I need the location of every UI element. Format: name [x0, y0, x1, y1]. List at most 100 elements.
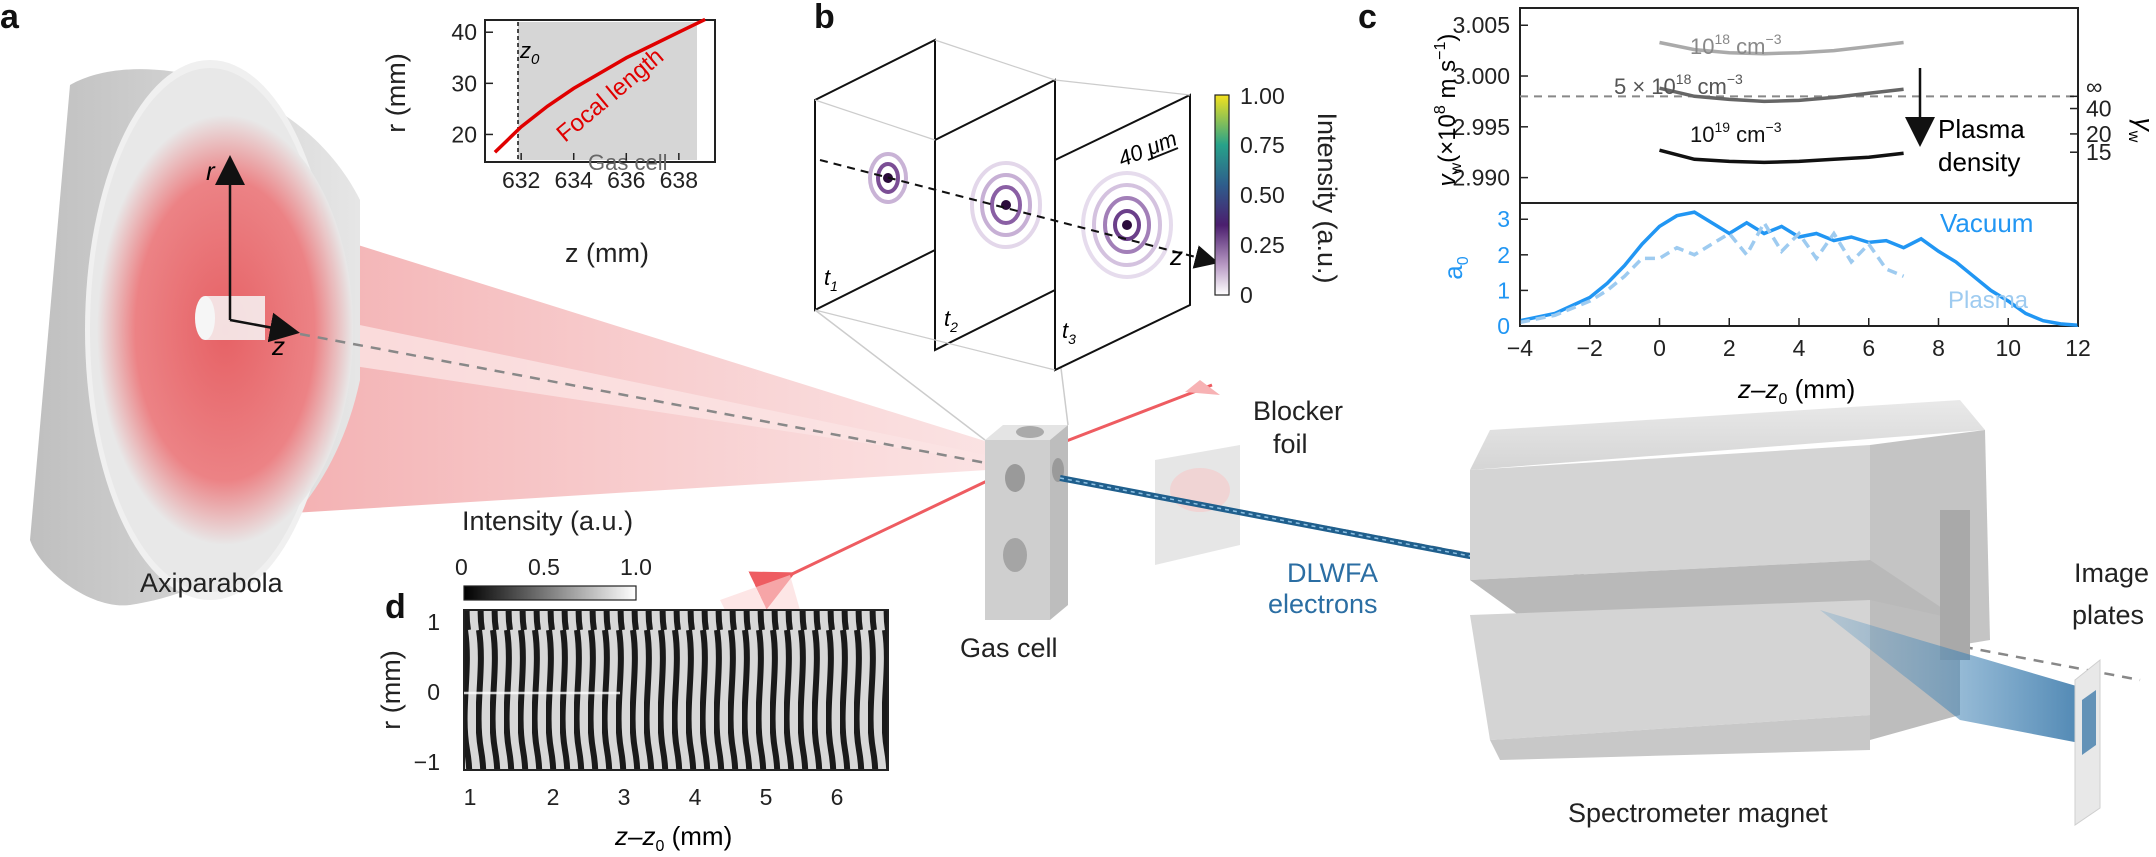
vacuum-label: Vacuum	[1940, 208, 2033, 238]
probe-beam-glow	[720, 575, 800, 620]
electrons-label-line1: DLWFA	[1287, 558, 1378, 588]
gamma-tick-label: ∞	[2086, 73, 2102, 99]
vw-ytick-label: 3.005	[1452, 12, 1510, 38]
a0-ytick-label: 2	[1497, 242, 1510, 268]
image-plate-signal	[2082, 690, 2096, 755]
panel-c-xtick-label: 10	[1995, 335, 2021, 361]
magnet-label: Spectrometer magnet	[1568, 798, 1828, 828]
blocker-label-line1: Blocker	[1253, 396, 1343, 426]
slice-1-pattern	[868, 152, 908, 204]
zoom-line-right	[1059, 359, 1069, 426]
electron-spray-cone	[1820, 610, 2090, 745]
vw-series-line	[1659, 148, 1904, 165]
probe-beam-out	[748, 468, 1011, 610]
slice-frame-3	[1054, 93, 1191, 372]
inset-a-ytick-label: 40	[451, 19, 477, 45]
density-label-2: 5 × 1018 cm−3	[1614, 71, 1743, 99]
panel-b-colorbar-label: Intensity (a.u.)	[1312, 112, 1342, 283]
blocker-label-line2: foil	[1273, 429, 1308, 459]
inset-a-xtick-label: 632	[502, 167, 540, 193]
svg-text:1: 1	[464, 784, 477, 810]
inset-a-ytick-label: 20	[451, 121, 477, 147]
panel-d-xticks: 1 2 3 4 5 6	[464, 784, 844, 810]
svg-text:−1: −1	[414, 749, 440, 775]
axiparabola	[30, 60, 360, 606]
panel-c-xtick-label: 4	[1793, 335, 1806, 361]
spectrometer-magnet	[1470, 400, 1990, 760]
panel-b-colorbar-ticks: 1.00 0.75 0.50 0.25 0	[1240, 83, 1285, 308]
vw-ytick-label: 3.000	[1452, 63, 1510, 89]
inset-a-xtick-label: 634	[555, 167, 594, 193]
vw-series-line	[1659, 40, 1904, 56]
electron-beam-texture	[1059, 477, 1476, 558]
panel-c-xtick-label: 12	[2065, 335, 2091, 361]
panel-d-ylabel: r (mm)	[376, 650, 406, 729]
vw-ytick-label: 2.990	[1452, 165, 1510, 191]
panel-c-xlabel: z–z0 (mm)	[1737, 374, 1855, 408]
panel-c-xtick-label: 2	[1723, 335, 1736, 361]
density-arrow-label-1: Plasma	[1938, 114, 2025, 144]
panel-c-xtick-label: 6	[1862, 335, 1875, 361]
gamma-tick-label: 20	[2086, 121, 2112, 147]
interferogram	[463, 609, 889, 771]
panel-c-bottom-ylabel: a0	[1438, 256, 1472, 279]
inset-a-z0-label: z0	[519, 38, 540, 68]
inset-a-ylabel: r (mm)	[381, 53, 411, 132]
slice-label-3: t3	[1062, 318, 1076, 347]
panel-c-xtick-label: −4	[1507, 335, 1533, 361]
vw-series-line	[1659, 86, 1904, 104]
panel-c-letter: c	[1358, 0, 1377, 36]
svg-text:6: 6	[831, 784, 844, 810]
probe-beam-tip	[1185, 380, 1220, 395]
panel-d-cbar-tick-0: 0	[455, 554, 468, 580]
panel-c-xtick-label: −2	[1577, 335, 1603, 361]
svg-text:2: 2	[547, 784, 560, 810]
axiparabola-label: Axiparabola	[140, 568, 284, 598]
a0-ytick-label: 1	[1497, 277, 1510, 303]
density-label-1: 1018 cm−3	[1690, 31, 1782, 59]
svg-text:1: 1	[427, 609, 440, 635]
slice-axis-z: z	[1169, 241, 1183, 271]
beam-slices: z 40 μm t1 t2 t3	[814, 38, 1219, 372]
plates-label-line1: Image	[2074, 558, 2149, 588]
inset-a-xtick-label: 638	[660, 167, 698, 193]
inset-a-xtick-label: 636	[607, 167, 645, 193]
gamma-tick-label: 40	[2086, 96, 2112, 122]
slice-2-pattern	[970, 161, 1042, 249]
electrons-label-line2: electrons	[1268, 589, 1378, 619]
svg-text:0.75: 0.75	[1240, 132, 1285, 158]
inset-a-focal-curve	[493, 17, 706, 154]
slice-3-pattern	[1081, 171, 1173, 279]
density-label-3: 1019 cm−3	[1690, 119, 1782, 147]
panel-c-right-ylabel: γw	[2125, 118, 2156, 143]
panel-d-colorbar-label: Intensity (a.u.)	[462, 506, 633, 536]
svg-text:0.25: 0.25	[1240, 232, 1285, 258]
plasma-label: Plasma	[1948, 287, 2029, 314]
z-axis-label: z	[271, 331, 285, 361]
panel-c-xtick-label: 0	[1653, 335, 1666, 361]
panel-d-cbar-tick-2: 1.0	[620, 554, 652, 580]
a0-plasma-line	[1519, 219, 1905, 325]
svg-text:4: 4	[689, 784, 702, 810]
svg-text:5: 5	[760, 784, 773, 810]
inset-a-frame	[484, 19, 716, 163]
panel-d-colorbar	[463, 585, 637, 601]
gas-cell-label: Gas cell	[960, 633, 1058, 663]
svg-text:1.00: 1.00	[1240, 83, 1285, 109]
panel-d-xlabel: z–z0 (mm)	[614, 821, 732, 855]
inset-a-xlabel: z (mm)	[565, 238, 649, 268]
slice-label-2: t2	[944, 306, 958, 335]
r-axis-label: r	[206, 156, 216, 186]
panel-c-xtick-label: 8	[1932, 335, 1945, 361]
scale-bar	[1147, 147, 1179, 161]
svg-text:0: 0	[1240, 282, 1253, 308]
panel-a-letter: a	[0, 0, 20, 36]
inset-a-ytick-label: 30	[451, 70, 477, 96]
z-axis-arrow	[229, 312, 300, 343]
laser-beam-cone	[150, 180, 1020, 520]
panel-d-yticks: 1 0 −1	[414, 609, 440, 775]
vw-ytick-label: 2.995	[1452, 114, 1510, 140]
a0-vacuum-line	[1519, 210, 2079, 328]
